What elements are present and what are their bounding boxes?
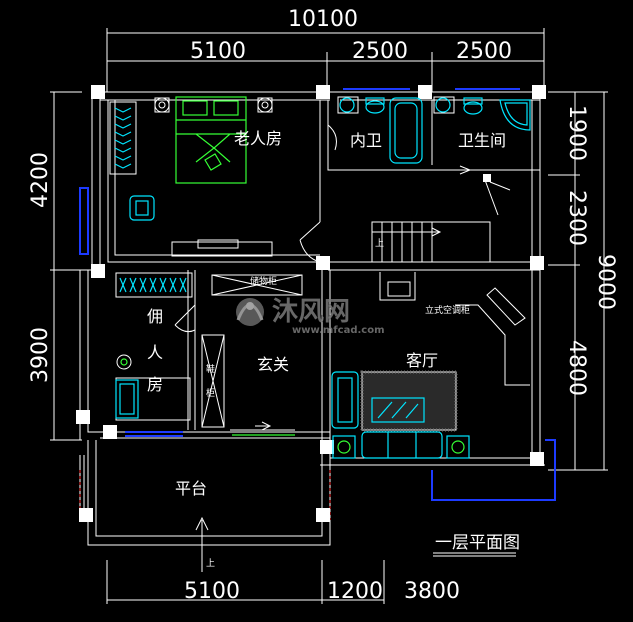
shoe-cabinet-label-1: 鞋	[206, 363, 215, 375]
foyer-cabinet	[174, 274, 303, 428]
servant-wardrobe	[115, 272, 193, 298]
storage-label: 储物柜	[250, 275, 277, 287]
platform-stair-arrow	[195, 516, 209, 572]
watermark-text: 沐风网	[272, 297, 350, 327]
dim-left-2: 3900	[28, 327, 53, 383]
room-label-servant-2: 人	[147, 343, 163, 362]
entrance-door	[230, 421, 295, 436]
living-furniture	[331, 272, 530, 459]
drawing-title: 一层平面图	[435, 533, 520, 553]
tv-cabinet-label: 立式空调柜	[425, 304, 470, 316]
room-label-inner-bath: 内卫	[350, 131, 382, 150]
dim-top-2: 2500	[352, 39, 408, 64]
dim-bottom-3: 3800	[404, 579, 460, 604]
dim-right-3: 4800	[564, 340, 589, 396]
room-label-servant-3: 房	[147, 375, 163, 394]
watermark-url: www.mfcad.com	[292, 325, 385, 336]
single-bed	[115, 354, 191, 421]
bedroom-cabinet	[171, 239, 273, 257]
room-label-foyer: 玄关	[257, 355, 289, 374]
wall-posts	[76, 85, 546, 522]
bathroom-fixtures	[433, 96, 531, 175]
inner-bath-fixtures	[327, 96, 423, 164]
double-bed	[154, 96, 273, 184]
dim-top-1: 5100	[190, 39, 246, 64]
bedroom-door	[299, 221, 321, 263]
windows	[79, 88, 556, 501]
room-label-living-room: 客厅	[406, 351, 438, 370]
desk-chair	[129, 195, 155, 221]
room-label-master-bedroom: 老人房	[234, 129, 282, 148]
dim-bottom-1: 5100	[184, 579, 240, 604]
dim-right-total: 9000	[593, 254, 618, 310]
stair-up-label-2: 上	[375, 238, 384, 249]
wardrobe	[109, 101, 137, 175]
room-label-servant-1: 佣	[147, 307, 163, 326]
staircase	[371, 179, 511, 263]
shoe-cabinet-label-2: 柜	[206, 387, 215, 399]
dim-top-3: 2500	[456, 39, 512, 64]
dim-right-2: 2300	[564, 190, 589, 246]
dim-right-1: 1900	[564, 105, 589, 161]
room-label-platform: 平台	[175, 479, 207, 498]
stair-up-label: 上	[206, 558, 215, 569]
dim-top-total: 10100	[288, 7, 358, 32]
dim-bottom-2: 1200	[327, 579, 383, 604]
watermark-logo	[236, 298, 264, 326]
dim-left-1: 4200	[28, 152, 53, 208]
room-label-bathroom: 卫生间	[458, 131, 506, 150]
walls	[70, 91, 545, 546]
